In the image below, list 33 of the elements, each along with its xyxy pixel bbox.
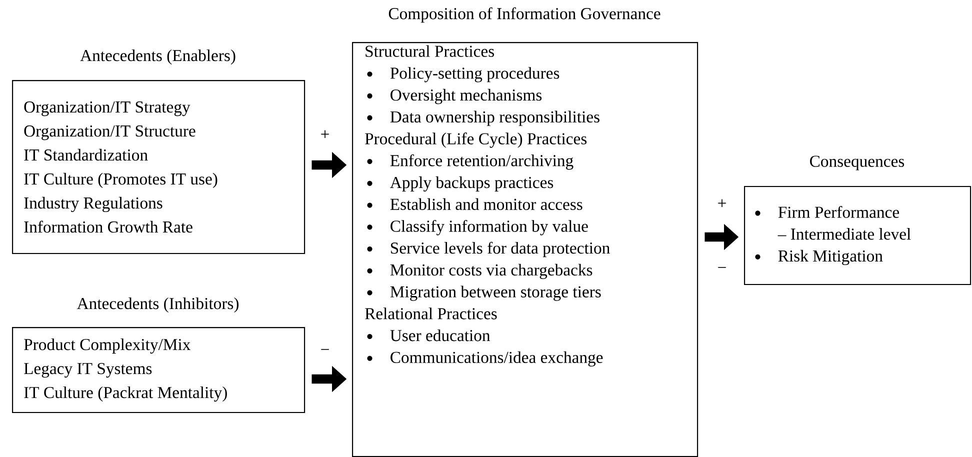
node-label: Classify information by value (390, 220, 588, 236)
node-label: Industry Regulations (24, 196, 162, 212)
node-label: IT Culture (Promotes IT use) (24, 172, 218, 188)
box-heading: Antecedents (Inhibitors) (76, 297, 238, 313)
edge-label: + (321, 130, 329, 138)
node-label: Enforce retention/archiving (390, 154, 574, 170)
text-box: Firm Performance – Intermediate level Risk Mitigation (744, 186, 972, 286)
node-label: Monitor costs via chargebacks (390, 264, 592, 280)
box-heading: Composition of Information Governance (388, 7, 660, 23)
node-label: User education (390, 329, 490, 342)
node-label: Data ownership responsibilities (390, 110, 600, 126)
box-heading: Antecedents (Enablers) (80, 49, 236, 65)
node-label: Communications/idea exchange (390, 351, 603, 366)
node-label: Establish and monitor access (390, 198, 582, 210)
node-label: Information Growth Rate (24, 220, 192, 233)
edge-label: + (718, 199, 726, 208)
node-label: Oversight mechanisms (390, 88, 542, 104)
box-heading: Consequences (810, 156, 904, 170)
node-label: Structural Practices (366, 45, 494, 57)
sign-label: − (718, 267, 726, 268)
node-label: Organization/IT Strategy (24, 101, 190, 116)
node-label: Apply backups practices (390, 176, 554, 192)
node-label: Organization/IT Structure (24, 125, 196, 140)
node-label: Service levels for data protection (390, 242, 610, 258)
node-label: Migration between storage tiers (390, 286, 601, 301)
node-label: IT Standardization (24, 148, 148, 161)
text-box: Structural Practices Policy-setting procedures Oversight mechanisms Data ownership responsibilities Procedural (Life Cycle) Practices Enforce retention/archiving Apply backups practices Establish and monitor access Classify information by value Service levels for data protection Monitor costs via chargebacks Migration between storage tiers Relational Practices User education Communications/idea exchange (352, 42, 698, 457)
node-label: Relational Practices (365, 308, 497, 320)
node-label: Procedural (Life Cycle) Practices (365, 132, 587, 148)
edge-label: − (321, 349, 329, 350)
text-box: Organization/IT Strategy Organization/IT Structure IT Standardization IT Culture (Promotes IT use) Industry Regulations Information Growth Rate (12, 80, 306, 254)
text-box: Product Complexity/Mix Legacy IT Systems IT Culture (Packrat Mentality) (12, 327, 306, 414)
node-label: Policy-setting procedures (390, 67, 560, 82)
